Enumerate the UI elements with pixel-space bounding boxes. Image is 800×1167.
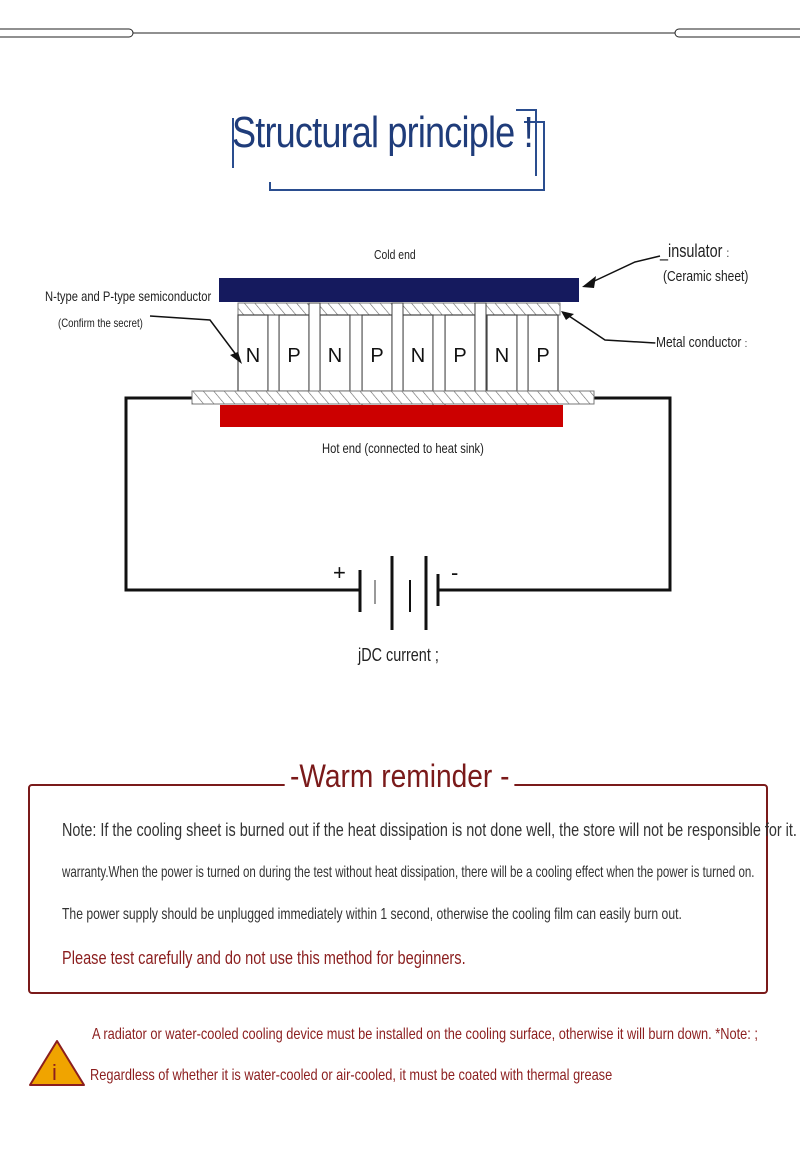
reminder-note-1: Note: If the cooling sheet is burned out… xyxy=(62,820,797,840)
leg-label-5: N xyxy=(411,345,425,367)
warning-text-1: A radiator or water-cooled cooling devic… xyxy=(92,1026,758,1043)
page-title-text: Structural principle xyxy=(232,108,515,157)
semiconductor-legs xyxy=(237,302,559,407)
metal-conductor-label-text: -Metal conductor xyxy=(652,334,742,351)
page-title-mark: ! xyxy=(523,108,534,157)
ceramic-sheet-label: (Ceramic sheet) xyxy=(663,268,749,285)
leg-label-7: N xyxy=(495,345,509,367)
leg-label-3: N xyxy=(328,345,342,367)
metal-conductor-label: -Metal conductor : xyxy=(652,334,747,351)
positive-terminal: + xyxy=(333,560,346,585)
cold-plate xyxy=(219,278,579,302)
circuit-wire-left xyxy=(124,396,360,592)
leg-label-4: P xyxy=(370,345,383,367)
leader-arrowheads xyxy=(230,276,596,364)
leg-labels: N P N P N P N P xyxy=(246,345,550,367)
title-left-bar xyxy=(232,118,234,168)
top-decorative-rule xyxy=(0,28,800,38)
negative-terminal: - xyxy=(451,560,459,585)
reminder-note-2: warranty.When the power is turned on dur… xyxy=(62,864,755,881)
insulator-label: _insulator : xyxy=(660,241,729,262)
insulator-label-colon: : xyxy=(726,246,730,260)
warning-icon-glyph: i xyxy=(52,1060,57,1085)
leg-label-1: N xyxy=(246,345,260,367)
hot-end-label: Hot end (connected to heat sink) xyxy=(322,440,484,456)
insulator-label-text: _insulator xyxy=(660,241,723,261)
reminder-note-4: Please test carefully and do not use thi… xyxy=(62,948,466,968)
thermoelectric-diagram: N P N P N P N P xyxy=(124,255,672,630)
title-frame xyxy=(269,109,545,191)
cold-end-label: Cold end xyxy=(374,247,416,262)
leg-label-2: P xyxy=(287,345,300,367)
circuit-wire-right xyxy=(438,396,672,592)
warning-text-2: Regardless of whether it is water-cooled… xyxy=(90,1067,613,1084)
page-title: Structural principle ! xyxy=(232,108,534,188)
leader-lines xyxy=(149,255,661,361)
confirm-secret-label: (Confirm the secret) xyxy=(58,316,143,330)
warning-icon xyxy=(29,1040,85,1086)
dc-current-label: jDC current ; xyxy=(358,645,439,665)
warm-reminder-title: -Warm reminder - xyxy=(0,758,800,795)
reminder-note-3: The power supply should be unplugged imm… xyxy=(62,906,682,923)
battery-symbol xyxy=(358,556,440,630)
metal-conductor-label-colon: : xyxy=(744,338,748,350)
bottom-metal-conductor xyxy=(191,390,595,405)
leg-label-6: P xyxy=(453,345,466,367)
semiconductor-label: N-type and P-type semiconductor xyxy=(45,288,212,304)
hot-plate xyxy=(220,405,563,427)
warm-reminder-title-text: -Warm reminder - xyxy=(284,758,516,795)
leg-label-8: P xyxy=(536,345,549,367)
